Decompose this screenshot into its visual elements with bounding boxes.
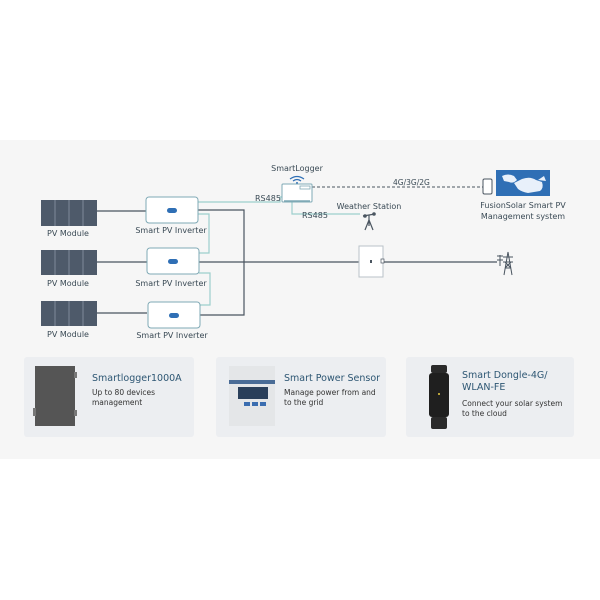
power-lines — [96, 209, 497, 316]
rs485-lines — [197, 196, 360, 306]
smartlogger-image — [33, 366, 77, 426]
product-title: Smartlogger1000A — [92, 373, 182, 384]
phone-icon — [482, 178, 493, 195]
product-card-power-sensor[interactable]: Smart Power Sensor Manage power from and… — [216, 357, 386, 437]
smartlogger-device — [281, 175, 313, 203]
dongle-image — [429, 365, 449, 429]
pv-module-label: PV Module — [47, 229, 89, 238]
inverter-label: Smart PV Inverter — [136, 331, 208, 340]
management-label-line1: FusionSolar Smart PV — [480, 201, 566, 210]
rs485-label-bottom: RS485 — [302, 211, 328, 220]
wifi-icon — [289, 175, 305, 180]
pv-module-label: PV Module — [47, 279, 89, 288]
pv-module-1 — [41, 200, 97, 226]
power-sensor-image — [229, 366, 275, 426]
smartlogger-label: SmartLogger — [271, 164, 323, 173]
inverter-label: Smart PV Inverter — [135, 226, 207, 235]
product-desc-line2: to the cloud — [462, 409, 507, 418]
pv-module-label: PV Module — [47, 330, 89, 339]
management-label-line2: Management system — [480, 212, 566, 221]
product-card-smartlogger[interactable]: Smartlogger1000A Up to 80 devices manage… — [24, 357, 194, 437]
world-map-icon — [496, 170, 550, 196]
pv-module-3 — [41, 301, 97, 326]
inverter-led-icon — [169, 313, 179, 318]
inverter-label: Smart PV Inverter — [135, 279, 207, 288]
product-title: Smart Power Sensor — [284, 373, 381, 384]
inverter-2 — [146, 247, 200, 275]
rs485-link-1-2 — [197, 213, 210, 254]
product-title-line2: WLAN-FE — [462, 382, 506, 393]
product-desc-line2: management — [92, 398, 143, 407]
transmission-tower-icon — [497, 251, 513, 276]
inverter-led-icon — [167, 208, 177, 213]
rs485-line-weather — [291, 201, 360, 215]
inverter-3 — [147, 301, 201, 329]
weather-station-icon — [362, 212, 376, 231]
network-link-label: 4G/3G/2G — [393, 178, 430, 187]
rs485-label-left: RS485 — [255, 194, 281, 203]
product-desc-line1: Manage power from and — [284, 388, 376, 397]
product-desc-line2: to the grid — [284, 398, 324, 407]
product-desc-line1: Up to 80 devices — [92, 388, 156, 397]
product-card-dongle[interactable]: Smart Dongle-4G/ WLAN-FE Connect your so… — [406, 357, 574, 437]
product-title: Smart Dongle-4G/ — [462, 370, 548, 381]
inverter-1 — [145, 196, 199, 224]
weather-station-label: Weather Station — [336, 202, 402, 211]
pv-module-2 — [41, 250, 97, 275]
product-desc-line1: Connect your solar system — [462, 399, 563, 408]
power-meter-icon — [358, 245, 385, 278]
rs485-link-2-3 — [199, 272, 211, 306]
inverter-led-icon — [168, 259, 178, 264]
